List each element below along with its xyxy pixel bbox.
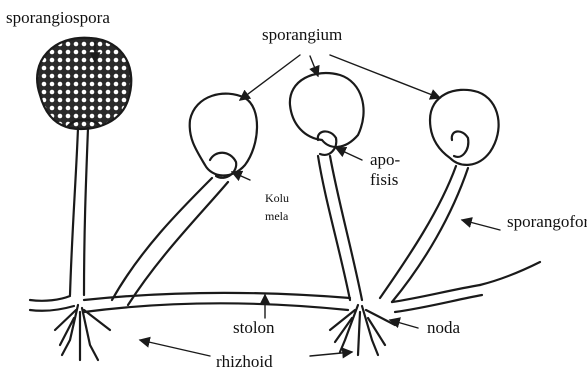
label-rhizhoid: rhizhoid bbox=[216, 352, 273, 372]
label-stolon: stolon bbox=[233, 318, 275, 338]
arrow-kolumela bbox=[232, 172, 250, 180]
arrow-sporangium-4 bbox=[330, 55, 440, 98]
label-apofisis-1: apo- bbox=[370, 150, 400, 170]
label-sporangiospora: sporangiospora bbox=[6, 8, 110, 28]
arrow-rhizoid-right bbox=[310, 352, 352, 356]
arrow-sporangium-3 bbox=[310, 56, 318, 76]
sporangium-4 bbox=[430, 90, 499, 165]
mature-sporangium bbox=[37, 38, 131, 129]
label-kolumela-1: Kolu bbox=[265, 192, 289, 206]
arrow-sporangofor bbox=[462, 220, 500, 230]
sporangiophore-left bbox=[70, 128, 78, 295]
arrow-apofisis bbox=[336, 148, 362, 160]
label-sporangofor: sporangofor bbox=[507, 212, 587, 232]
label-kolumela-2: mela bbox=[265, 210, 288, 224]
label-noda: noda bbox=[427, 318, 460, 338]
rhizoid-right bbox=[330, 305, 395, 355]
label-sporangium: sporangium bbox=[262, 25, 342, 45]
stolon-hypha bbox=[84, 293, 350, 300]
sporangiophore-2 bbox=[112, 178, 212, 300]
rhizoid-left bbox=[55, 305, 110, 360]
label-apofisis-2: fisis bbox=[370, 170, 398, 190]
sporangium-2 bbox=[190, 94, 257, 178]
arrow-rhizoid-left bbox=[140, 340, 210, 356]
sporangium-3 bbox=[290, 73, 364, 155]
